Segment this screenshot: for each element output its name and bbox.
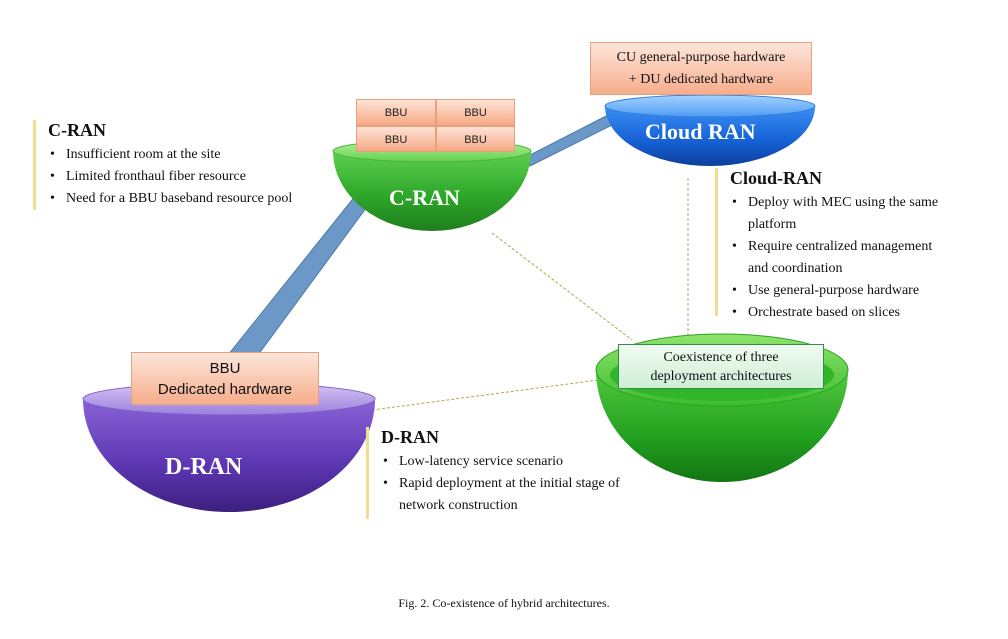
- coexistence-line: deployment architectures: [650, 369, 792, 384]
- coexistence-box: Coexistence of three deployment architec…: [618, 344, 824, 389]
- cran-panel: C-RAN Insufficient room at the site Limi…: [33, 120, 292, 210]
- cran-panel-item: Need for a BBU baseband resource pool: [48, 188, 292, 210]
- cloud-ran-item-line: and coordination: [748, 261, 843, 276]
- dran-item-line: Rapid deployment at the initial stage of: [399, 476, 620, 491]
- dran-item-line: Low-latency service scenario: [399, 454, 564, 469]
- dran-panel-list: Low-latency service scenario Rapid deplo…: [381, 451, 620, 517]
- dran-hardware-line: BBU: [209, 360, 241, 377]
- cloud-ran-item-line: Orchestrate based on slices: [748, 305, 900, 320]
- cloud-ran-panel-title: Cloud-RAN: [730, 168, 823, 188]
- dran-bowl-label: D-RAN: [165, 454, 243, 480]
- cloud-ran-panel: Cloud-RAN Deploy with MEC using the same…: [715, 168, 938, 324]
- dran-item-line: network construction: [399, 498, 518, 513]
- cran-panel-item: Insufficient room at the site: [48, 144, 292, 166]
- cran-bowl-label: C-RAN: [389, 185, 460, 210]
- cloud-ran-item-line: Deploy with MEC using the same: [748, 195, 939, 210]
- cloud-ran-panel-item: Use general-purpose hardware: [730, 280, 938, 302]
- cloud-ran-hardware-box: CU general-purpose hardware + DU dedicat…: [590, 42, 812, 95]
- dran-hardware-box: BBU Dedicated hardware: [131, 352, 319, 405]
- bbu-cell: BBU: [436, 99, 515, 126]
- bbu-cell: BBU: [436, 126, 515, 152]
- cloud-ran-item-line: Require centralized management: [748, 239, 933, 254]
- coexistence-line: Coexistence of three: [663, 350, 779, 365]
- cran-panel-list: Insufficient room at the site Limited fr…: [48, 144, 292, 210]
- cloud-ran-item-line: Use general-purpose hardware: [748, 283, 920, 298]
- cloud-ran-hardware-line: CU general-purpose hardware: [616, 50, 786, 65]
- dran-panel: D-RAN Low-latency service scenario Rapid…: [366, 427, 620, 519]
- cloud-ran-bowl-label: Cloud RAN: [645, 119, 756, 144]
- cloud-ran-panel-list: Deploy with MEC using the same platform …: [730, 192, 938, 324]
- dran-panel-item: Low-latency service scenario: [381, 451, 620, 473]
- dran-panel-title: D-RAN: [381, 427, 439, 447]
- link-cran-coexist: [491, 232, 633, 341]
- cran-panel-title: C-RAN: [48, 120, 106, 140]
- cloud-ran-panel-item: Deploy with MEC using the same platform: [730, 192, 938, 236]
- pipe-dran-cran: [226, 189, 373, 356]
- dran-hardware-line: Dedicated hardware: [157, 381, 293, 398]
- dran-panel-item: Rapid deployment at the initial stage of…: [381, 473, 620, 517]
- cloud-ran-bowl: [604, 94, 816, 166]
- cloud-ran-hardware-line: + DU dedicated hardware: [628, 72, 774, 87]
- link-dran-coexist: [371, 379, 599, 411]
- cloud-ran-panel-item: Orchestrate based on slices: [730, 302, 938, 324]
- cran-panel-item: Limited fronthaul fiber resource: [48, 166, 292, 188]
- figure-caption: Fig. 2. Co-existence of hybrid architect…: [398, 596, 610, 610]
- cloud-ran-item-line: platform: [748, 217, 797, 232]
- bbu-cell: BBU: [356, 99, 436, 126]
- cloud-ran-panel-item: Require centralized management and coord…: [730, 236, 938, 280]
- pipe-cran-cloud: [527, 113, 615, 167]
- bbu-cell: BBU: [356, 126, 436, 152]
